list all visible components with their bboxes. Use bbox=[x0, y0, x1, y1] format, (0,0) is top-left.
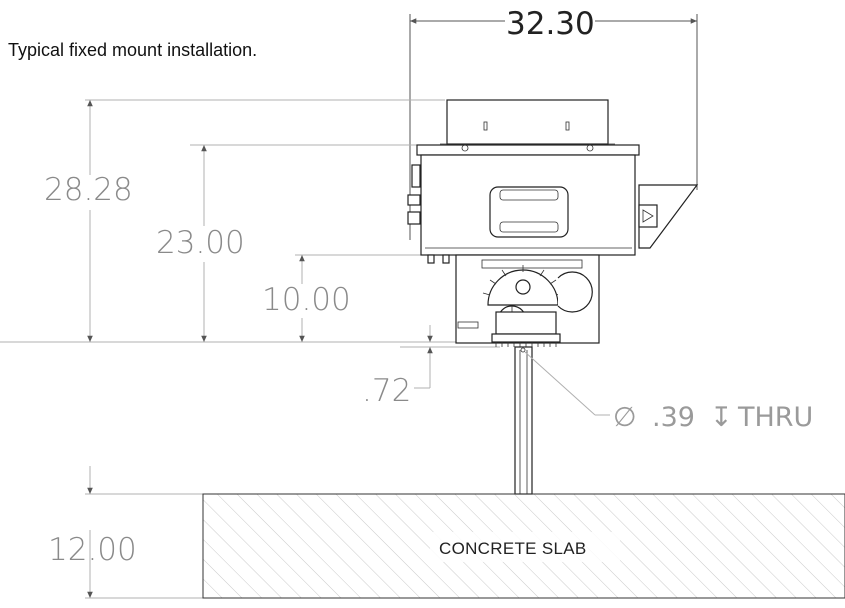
height-base-label: 10.00 bbox=[262, 282, 351, 318]
slab-thickness-label: 12.00 bbox=[48, 532, 137, 568]
hole-callout: ∅ .39 ↧ THRU bbox=[524, 351, 813, 433]
offset-dimension: .72 bbox=[362, 325, 433, 409]
height-overall-dimension: 28.28 bbox=[44, 100, 133, 342]
height-overall-label: 28.28 bbox=[44, 172, 133, 208]
height-body-label: 23.00 bbox=[156, 225, 245, 261]
height-body-dimension: 23.00 bbox=[156, 145, 245, 342]
equipment-assembly bbox=[407, 99, 699, 495]
concrete-slab: CONCRETE SLAB bbox=[202, 493, 845, 599]
callout-value: .39 bbox=[652, 402, 695, 433]
diameter-symbol: ∅ bbox=[613, 402, 637, 433]
depth-symbol: ↧ bbox=[710, 402, 733, 433]
height-base-dimension: 10.00 bbox=[262, 255, 351, 342]
callout-thru: THRU bbox=[737, 402, 813, 433]
slab-label: CONCRETE SLAB bbox=[439, 539, 587, 558]
caption: Typical fixed mount installation. bbox=[8, 40, 257, 60]
width-dimension: 32.30 bbox=[409, 6, 698, 240]
offset-label: .72 bbox=[362, 373, 411, 409]
slab-thickness-dimension: 12.00 bbox=[48, 466, 203, 599]
width-dimension-label: 32.30 bbox=[506, 6, 595, 42]
